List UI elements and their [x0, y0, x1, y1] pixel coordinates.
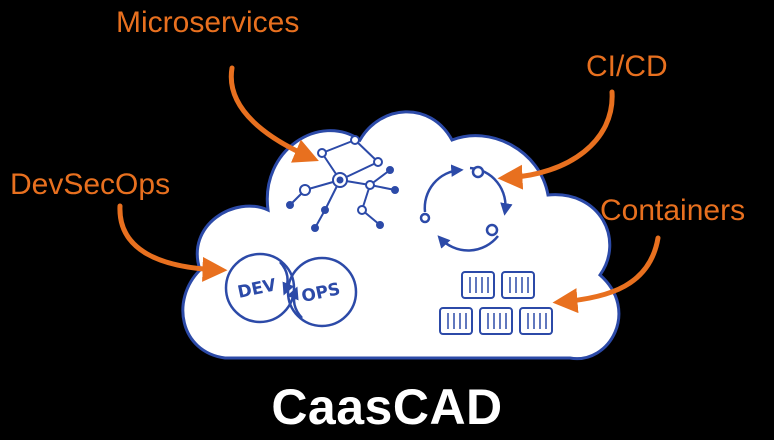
microservices-label: Microservices — [116, 6, 300, 39]
containers-arrow — [552, 235, 661, 314]
devsecops-label: DevSecOps — [10, 168, 171, 201]
microservices-arrow — [228, 65, 319, 163]
devsecops-arrow — [117, 203, 228, 282]
cicd-label: CI/CD — [586, 50, 668, 83]
containers-label: Containers — [600, 194, 746, 227]
container-stripes — [447, 277, 547, 329]
cicd-arrow — [497, 89, 615, 190]
page-title: CaasCAD — [271, 379, 503, 435]
circular-arrows-icon — [419, 164, 513, 252]
network-graph-icon — [286, 135, 399, 232]
devops-loop-icon — [224, 252, 358, 328]
cloud-shape — [181, 110, 621, 361]
